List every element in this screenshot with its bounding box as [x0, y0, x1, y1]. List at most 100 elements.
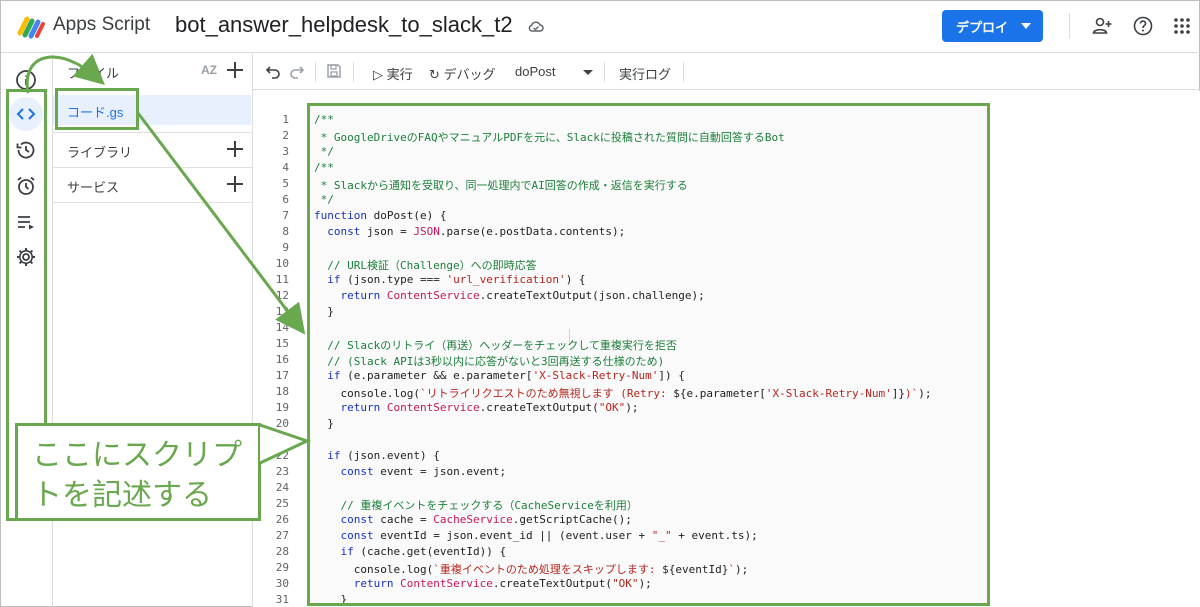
code-line: * Slackから通知を受取り、同一処理内でAI回答の作成・返信を実行する: [314, 179, 688, 192]
file-highlight-box: [55, 88, 139, 130]
project-title[interactable]: bot_answer_helpdesk_to_slack_t2: [175, 12, 513, 37]
line-number: 24: [275, 481, 289, 494]
files-header-label: ファイル: [67, 66, 120, 81]
debug-icon: ↻: [429, 67, 440, 82]
line-number: 31: [275, 593, 289, 606]
code-line: /**: [314, 161, 334, 174]
code-line: if (json.type === 'url_verification') {: [327, 273, 586, 286]
toolbar-divider: [353, 62, 354, 82]
indent-guide: [569, 329, 570, 345]
line-number: 27: [275, 529, 289, 542]
code-line: const cache = CacheService.getScriptCach…: [340, 513, 632, 526]
annotation-callout: ここにスクリプトを記述する: [15, 423, 261, 521]
code-line: if (json.event) {: [327, 449, 440, 462]
undo-icon[interactable]: [265, 63, 281, 79]
code-line: */: [314, 145, 334, 158]
libraries-section[interactable]: ライブラリ: [53, 133, 253, 167]
line-number: 14: [275, 321, 289, 334]
files-divider: [53, 202, 253, 203]
app-name[interactable]: Apps Script: [53, 14, 151, 35]
debug-button[interactable]: ↻ デバッグ: [429, 64, 496, 83]
code-line: }: [314, 593, 348, 606]
code-highlight-box: [307, 103, 990, 606]
deploy-button[interactable]: デプロイ: [942, 10, 1043, 42]
toolbar-divider: [315, 62, 316, 82]
line-number: 13: [275, 305, 289, 318]
execution-log-label: 実行ログ: [619, 67, 672, 82]
line-number: 1: [282, 113, 289, 126]
line-number: 11: [275, 273, 289, 286]
line-number: 15: [275, 337, 289, 350]
line-number: 30: [275, 577, 289, 590]
code-editor-icon[interactable]: [14, 102, 38, 126]
function-select[interactable]: doPost: [515, 64, 555, 79]
code-line: // 重複イベントをチェックする（CacheServiceを利用）: [314, 499, 638, 512]
triggers-alarm-icon[interactable]: [14, 174, 38, 198]
code-area[interactable]: [308, 103, 988, 603]
redo-icon[interactable]: [289, 63, 305, 79]
code-line: if (cache.get(eventId)) {: [340, 545, 507, 558]
code-line: */: [314, 193, 334, 206]
line-number: 9: [282, 241, 289, 254]
services-label: サービス: [67, 180, 120, 195]
run-button[interactable]: ▷ 実行: [373, 64, 413, 83]
save-icon[interactable]: [326, 63, 342, 79]
line-number: 25: [275, 497, 289, 510]
add-library-icon[interactable]: [227, 141, 243, 157]
code-line: console.log(`リトライリクエストのため無視します (Retry: $…: [314, 387, 932, 400]
line-number: 26: [275, 513, 289, 526]
play-icon: ▷: [373, 67, 383, 82]
line-number: 16: [275, 353, 289, 366]
services-section[interactable]: サービス: [53, 168, 253, 202]
code-line: if (e.parameter && e.parameter['X-Slack-…: [327, 369, 685, 382]
code-line: /**: [314, 113, 334, 126]
file-item-label: コード.gs: [67, 105, 124, 120]
files-panel: ファイル AZ コード.gs ライブラリ サービス: [53, 54, 253, 607]
code-line: return ContentService.createTextOutput("…: [340, 401, 639, 414]
line-number: 18: [275, 385, 289, 398]
code-line: console.log(`重複イベントのため処理をスキップします: ${even…: [314, 563, 749, 576]
code-line: const event = json.event;: [340, 465, 507, 478]
toolbar-divider: [683, 62, 684, 82]
code-line: // Slackのリトライ（再送）ヘッダーをチェックして重複実行を拒否: [314, 339, 677, 352]
debug-button-label: デバッグ: [443, 67, 496, 82]
code-line: }: [314, 305, 334, 318]
header-divider: [1069, 13, 1070, 39]
line-number: 19: [275, 401, 289, 414]
executions-list-icon[interactable]: [14, 210, 38, 234]
help-icon[interactable]: [1132, 15, 1154, 37]
line-number: 8: [282, 225, 289, 238]
add-file-icon[interactable]: [227, 62, 243, 78]
add-person-icon[interactable]: [1091, 15, 1113, 37]
files-header: ファイル AZ: [53, 54, 253, 88]
line-number: 29: [275, 561, 289, 574]
history-icon[interactable]: [14, 138, 38, 162]
code-line: const json = JSON.parse(e.postData.conte…: [327, 225, 626, 238]
line-number: 17: [275, 369, 289, 382]
toolbar-divider: [604, 62, 605, 82]
line-number: 6: [282, 193, 289, 206]
apps-script-logo-icon[interactable]: [17, 13, 47, 41]
settings-gear-icon[interactable]: [14, 245, 38, 269]
function-select-value: doPost: [515, 64, 556, 79]
code-line: return ContentService.createTextOutput("…: [353, 577, 652, 590]
editor-toolbar: ▷ 実行 ↻ デバッグ doPost 実行ログ: [253, 54, 1200, 90]
code-line: // URL検証（Challenge）への即時応答: [314, 259, 537, 272]
chevron-down-icon[interactable]: [583, 70, 593, 75]
line-number: 3: [282, 145, 289, 158]
line-number: 5: [282, 177, 289, 190]
add-service-icon[interactable]: [227, 176, 243, 192]
sort-az-icon[interactable]: AZ: [201, 63, 217, 77]
line-number: 12: [275, 289, 289, 302]
code-line: function doPost(e) {: [314, 209, 447, 222]
libraries-label: ライブラリ: [67, 145, 133, 160]
line-number: 23: [275, 465, 289, 478]
code-line: // (Slack APIは3秒以内に応答がないと3回再送する仕様のため): [314, 355, 665, 368]
apps-grid-icon[interactable]: [1171, 15, 1193, 37]
line-number: 2: [282, 129, 289, 142]
cloud-saved-icon: [528, 21, 544, 32]
execution-log-button[interactable]: 実行ログ: [619, 64, 671, 83]
app-header: Apps Script bot_answer_helpdesk_to_slack…: [1, 1, 1200, 53]
code-line: }: [314, 417, 334, 430]
